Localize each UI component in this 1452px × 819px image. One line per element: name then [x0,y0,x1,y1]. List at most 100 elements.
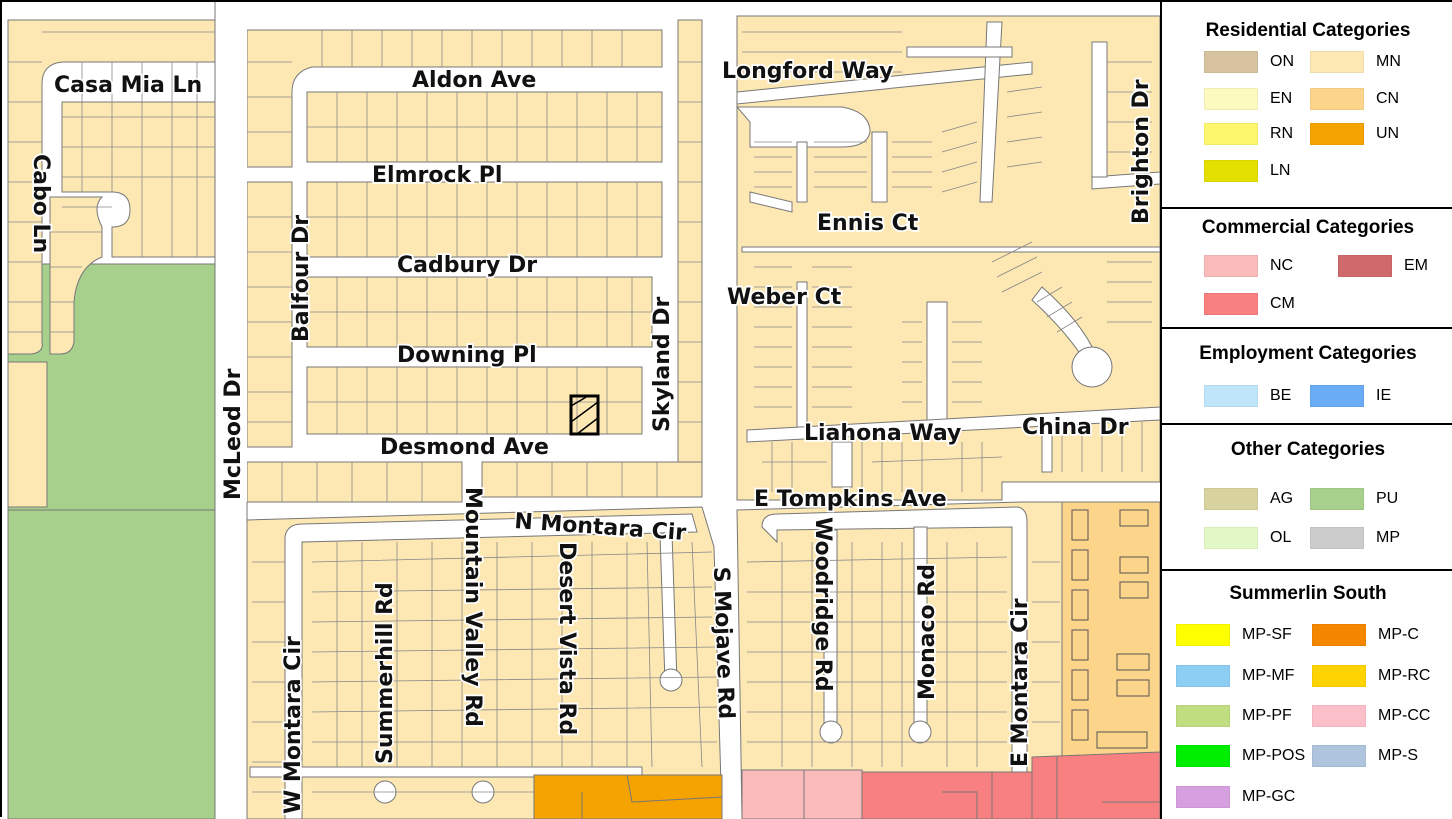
street-label-cabo: Cabo Ln [28,154,53,253]
northeast-lots [742,31,1152,492]
legend-label: CM [1270,295,1295,312]
legend-summerlin: Summerlin South MP-SF MP-C MP-MF MP-RC M… [1162,571,1452,819]
legend-label: EM [1404,257,1428,274]
legend-item-mp-pos: MP-POS [1176,745,1305,767]
legend-label: MP-S [1378,747,1418,764]
legend-item-ie: IE [1310,385,1391,407]
legend-label: CN [1376,90,1400,107]
legend-item-mp-rc: MP-RC [1312,665,1430,687]
map-legend: Residential Categories ON MN EN CN RN UN… [1160,2,1452,819]
legend-swatch [1176,624,1230,646]
legend-swatch [1310,488,1364,510]
legend-employment: Employment Categories BE IE [1162,329,1452,425]
block-montara [246,501,1063,819]
street-label-casa-mia: Casa Mia Ln [54,73,202,98]
legend-swatch [1204,385,1258,407]
street-label-desert-vista: Desert Vista Rd [554,542,579,735]
cn-buildings [1071,509,1150,749]
legend-swatch [1310,385,1364,407]
legend-label: MP-POS [1242,747,1306,764]
legend-swatch [1204,527,1258,549]
legend-swatch [1310,123,1364,145]
legend-label: MP-GC [1242,788,1296,805]
street-label-downing: Downing Pl [397,343,537,368]
commercial-south[interactable] [741,751,1161,819]
legend-label: NC [1270,257,1294,274]
street-label-cadbury: Cadbury Dr [397,253,537,278]
legend-item-be: BE [1204,385,1291,407]
street-label-skyland: Skyland Dr [650,296,675,432]
subject-parcel[interactable] [569,394,600,436]
legend-summerlin-title: Summerlin South [1229,583,1387,604]
legend-label: OL [1270,529,1292,546]
legend-label: PU [1376,490,1399,507]
legend-label: RN [1270,125,1294,142]
street-label-mountain-valley: Mountain Valley Rd [460,487,485,727]
mcleod-road [215,2,247,819]
legend-employment-title: Employment Categories [1199,343,1417,364]
legend-swatch [1312,705,1366,727]
street-label-woodridge: Woodridge Rd [810,517,835,692]
legend-swatch [1204,160,1258,182]
legend-label: MP-MF [1242,667,1295,684]
legend-label: IE [1376,387,1392,404]
legend-item-mp-c: MP-C [1312,624,1419,646]
legend-item-en: EN [1204,88,1292,110]
legend-item-ag: AG [1204,488,1293,510]
legend-swatch [1176,665,1230,687]
street-label-w-montara: W Montara Cir [281,636,306,814]
street-label-balfour: Balfour Dr [289,215,314,342]
legend-item-cn: CN [1310,88,1399,110]
legend-item-mp-sf: MP-SF [1176,624,1292,646]
legend-label: MN [1376,53,1401,70]
legend-swatch [1176,786,1230,808]
legend-swatch [1310,51,1364,73]
legend-label: MP-CC [1378,707,1431,724]
legend-other: Other Categories AG PU OL MP [1162,425,1452,571]
block-aldon-desmond [246,19,703,503]
legend-item-mp: MP [1310,527,1400,549]
legend-swatch [1204,255,1258,277]
street-label-liahona: Liahona Way [804,421,961,446]
legend-label: ON [1270,53,1294,70]
legend-residential: Residential Categories ON MN EN CN RN UN… [1162,2,1452,209]
aldon-desmond-lots [247,30,702,502]
legend-item-ln: LN [1204,160,1290,182]
street-label-ennis: Ennis Ct [817,211,919,236]
street-label-summerhill: Summerhill Rd [373,582,398,764]
northeast-roads [735,21,1161,488]
legend-item-nc: NC [1204,255,1293,277]
cn-parcel-east[interactable] [1061,501,1161,763]
legend-swatch [1176,745,1230,767]
street-label-weber: Weber Ct [727,285,842,310]
legend-item-un: UN [1310,123,1399,145]
legend-commercial: Commercial Categories NC EM CM [1162,209,1452,329]
legend-label: LN [1270,162,1291,179]
legend-swatch [1310,527,1364,549]
legend-item-mp-s: MP-S [1312,745,1418,767]
legend-item-mn: MN [1310,51,1401,73]
legend-label: UN [1376,125,1400,142]
legend-item-rn: RN [1204,123,1293,145]
legend-item-pu: PU [1310,488,1398,510]
legend-swatch [1176,705,1230,727]
street-label-mcleod: McLeod Dr [221,368,246,500]
zoning-map[interactable]: Casa Mia Ln Cabo Ln Aldon Ave Elmrock Pl… [2,2,1162,819]
legend-label: BE [1270,387,1292,404]
legend-swatch [1338,255,1392,277]
legend-label: MP [1376,529,1400,546]
street-label-elmrock: Elmrock Pl [372,163,502,188]
legend-label: MP-PF [1242,707,1292,724]
legend-item-mp-mf: MP-MF [1176,665,1294,687]
street-label-longford: Longford Way [722,59,893,84]
un-parcel[interactable] [533,774,723,819]
legend-item-mp-cc: MP-CC [1312,705,1430,727]
legend-swatch [1310,88,1364,110]
legend-label: MP-C [1378,626,1419,643]
legend-swatch [1312,745,1366,767]
legend-swatch [1204,88,1258,110]
street-label-monaco: Monaco Rd [915,564,940,700]
legend-residential-title: Residential Categories [1205,20,1411,41]
legend-item-em: EM [1338,255,1428,277]
